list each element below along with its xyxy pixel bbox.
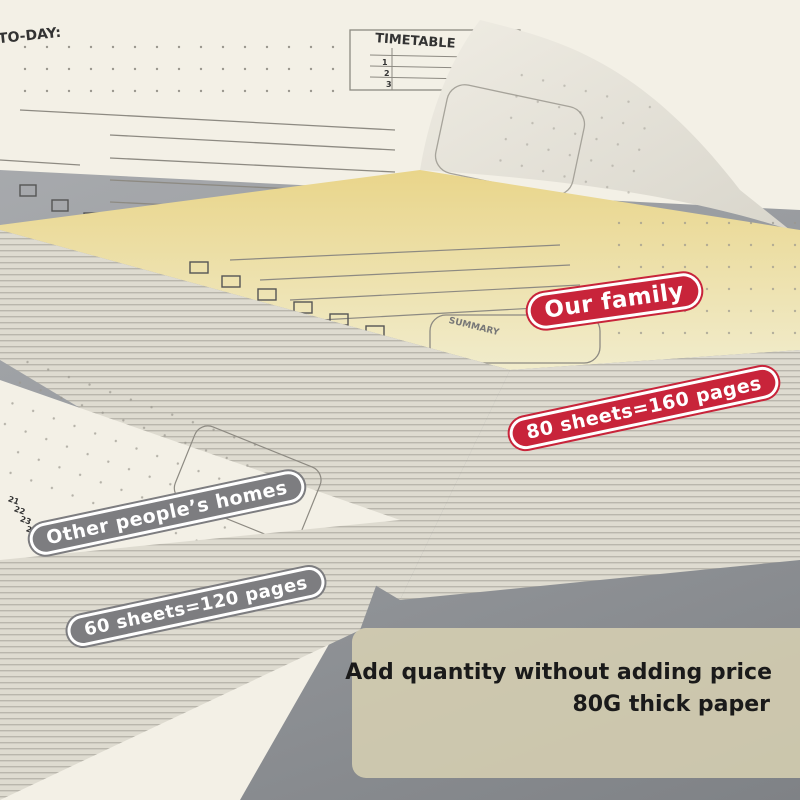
- big-stack-edges-right: [400, 350, 800, 600]
- today-dot-grid: [10, 40, 340, 110]
- timetable-row-3: 3: [386, 80, 392, 89]
- right-dot-grid: [600, 210, 800, 340]
- small-stack-box: [173, 425, 322, 543]
- promo-panel: [352, 628, 800, 778]
- timetable-row-2: 2: [384, 69, 390, 78]
- curled-dot-grid: [489, 62, 671, 208]
- timetable-row-1: 1: [382, 58, 388, 67]
- promo-line-2: 80G thick paper: [572, 692, 771, 717]
- big-stack-edges-front: [0, 230, 510, 600]
- promo-line-1: Add quantity without adding price: [345, 660, 772, 685]
